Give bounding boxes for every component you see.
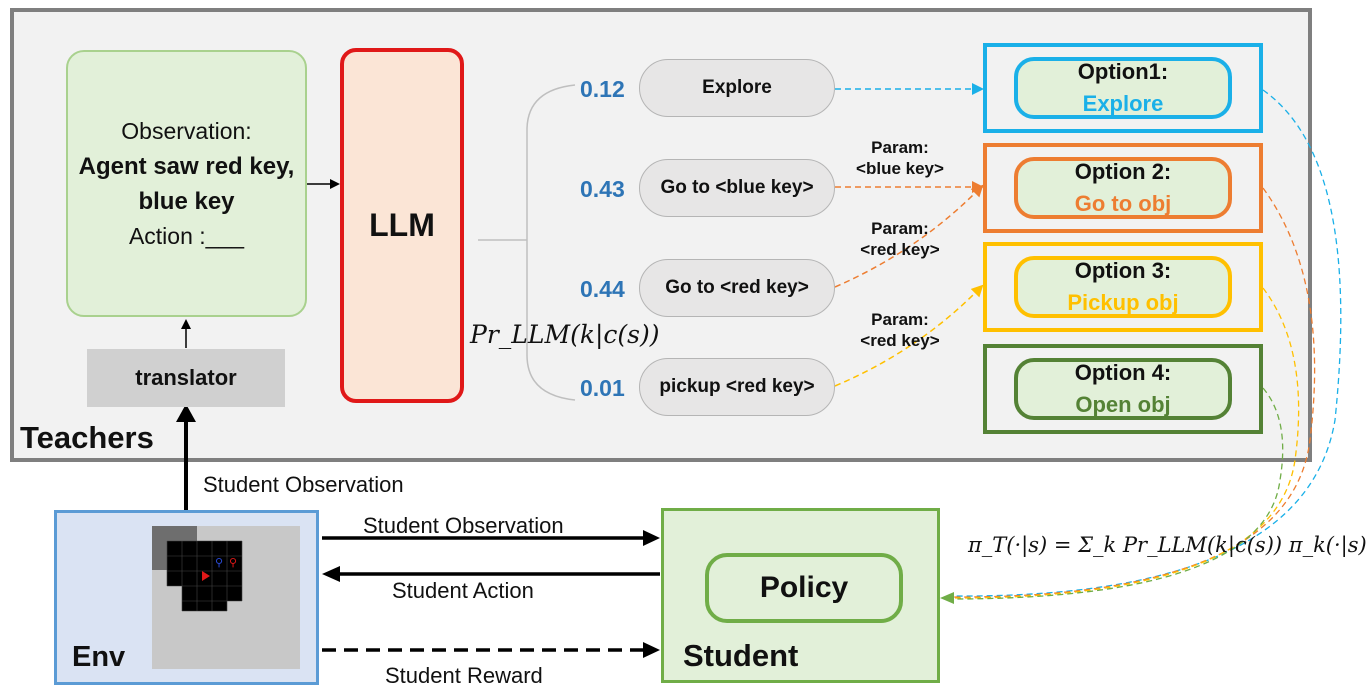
policy-formula: π_T(·|s) = Σ_k Pr_LLM(k|c(s)) π_k(·|s)	[968, 533, 1367, 557]
option4-to-policy	[944, 387, 1284, 600]
option2-to-policy	[944, 187, 1316, 598]
option3-title: Option 3:	[1074, 258, 1172, 283]
observation-heading: Observation:	[121, 117, 252, 144]
option1-name: Explore	[1082, 91, 1164, 116]
redkey-to-option2	[834, 184, 984, 288]
agent-icon	[202, 571, 210, 581]
env-label: Env	[72, 641, 126, 673]
option3-box: Option 3: Pickup obj	[983, 242, 1263, 332]
observation-line2: blue key	[138, 187, 235, 215]
option4-inner: Option 4: Open obj	[1014, 358, 1232, 420]
prob-formula: Pr_LLM(k|c(s))	[470, 320, 660, 349]
prob-blue-key: 0.43	[580, 176, 625, 202]
param-blue-key: Param: <blue key>	[845, 137, 955, 179]
gridworld-image: ⚲ ⚲	[152, 526, 300, 669]
option3-to-policy	[944, 287, 1300, 599]
blue-key-icon: ⚲	[215, 556, 223, 569]
option3-inner: Option 3: Pickup obj	[1014, 256, 1232, 318]
option2-name: Go to obj	[1074, 191, 1172, 216]
policy-box: Policy	[705, 553, 903, 623]
param-label: Param:	[871, 310, 929, 329]
param-value: <red key>	[860, 240, 940, 259]
prob-pickup: 0.01	[580, 375, 625, 401]
option1-inner: Option1: Explore	[1014, 57, 1232, 119]
option2-title: Option 2:	[1074, 159, 1172, 184]
param-label: Param:	[871, 138, 929, 157]
prob-formula-text: Pr_LLM(k|c(s))	[470, 320, 660, 349]
option4-name: Open obj	[1075, 392, 1171, 417]
translator-box: translator	[87, 349, 285, 407]
param-label: Param:	[871, 219, 929, 238]
brace-curve	[526, 84, 576, 401]
student-observation-label: Student Observation	[363, 513, 564, 538]
observation-line1: Agent saw red key,	[78, 152, 295, 180]
red-key-icon: ⚲	[229, 556, 237, 569]
student-label: Student	[683, 638, 799, 673]
obs-to-translator-label: Student Observation	[203, 472, 404, 497]
option1-box: Option1: Explore	[983, 43, 1263, 133]
param-red-key-2: Param: <red key>	[845, 309, 955, 351]
param-red-key-1: Param: <red key>	[845, 218, 955, 260]
option4-title: Option 4:	[1074, 360, 1172, 385]
policy-formula-text: π_T(·|s) = Σ_k Pr_LLM(k|c(s)) π_k(·|s)	[968, 533, 1367, 557]
teachers-label: Teachers	[20, 420, 154, 455]
param-value: <blue key>	[856, 159, 944, 178]
llm-box: LLM	[340, 48, 464, 403]
pickup-to-option3	[834, 284, 984, 387]
option4-box: Option 4: Open obj	[983, 344, 1263, 434]
param-value: <red key>	[860, 331, 940, 350]
student-reward-label: Student Reward	[385, 663, 543, 688]
candidate-go-blue-key: Go to <blue key>	[639, 159, 835, 217]
option1-to-policy	[944, 89, 1342, 597]
option1-title: Option1:	[1077, 59, 1169, 84]
candidate-go-red-key: Go to <red key>	[639, 259, 835, 317]
prob-explore: 0.12	[580, 76, 625, 102]
student-action-label: Student Action	[392, 578, 534, 603]
option2-inner: Option 2: Go to obj	[1014, 157, 1232, 219]
candidate-explore: Explore	[639, 59, 835, 117]
observation-action: Action :___	[128, 222, 245, 249]
candidate-pickup-red-key: pickup <red key>	[639, 358, 835, 416]
option2-box: Option 2: Go to obj	[983, 143, 1263, 233]
observation-box: Observation: Agent saw red key, blue key…	[66, 50, 307, 317]
option3-name: Pickup obj	[1067, 290, 1179, 315]
prob-red-key: 0.44	[580, 276, 625, 302]
